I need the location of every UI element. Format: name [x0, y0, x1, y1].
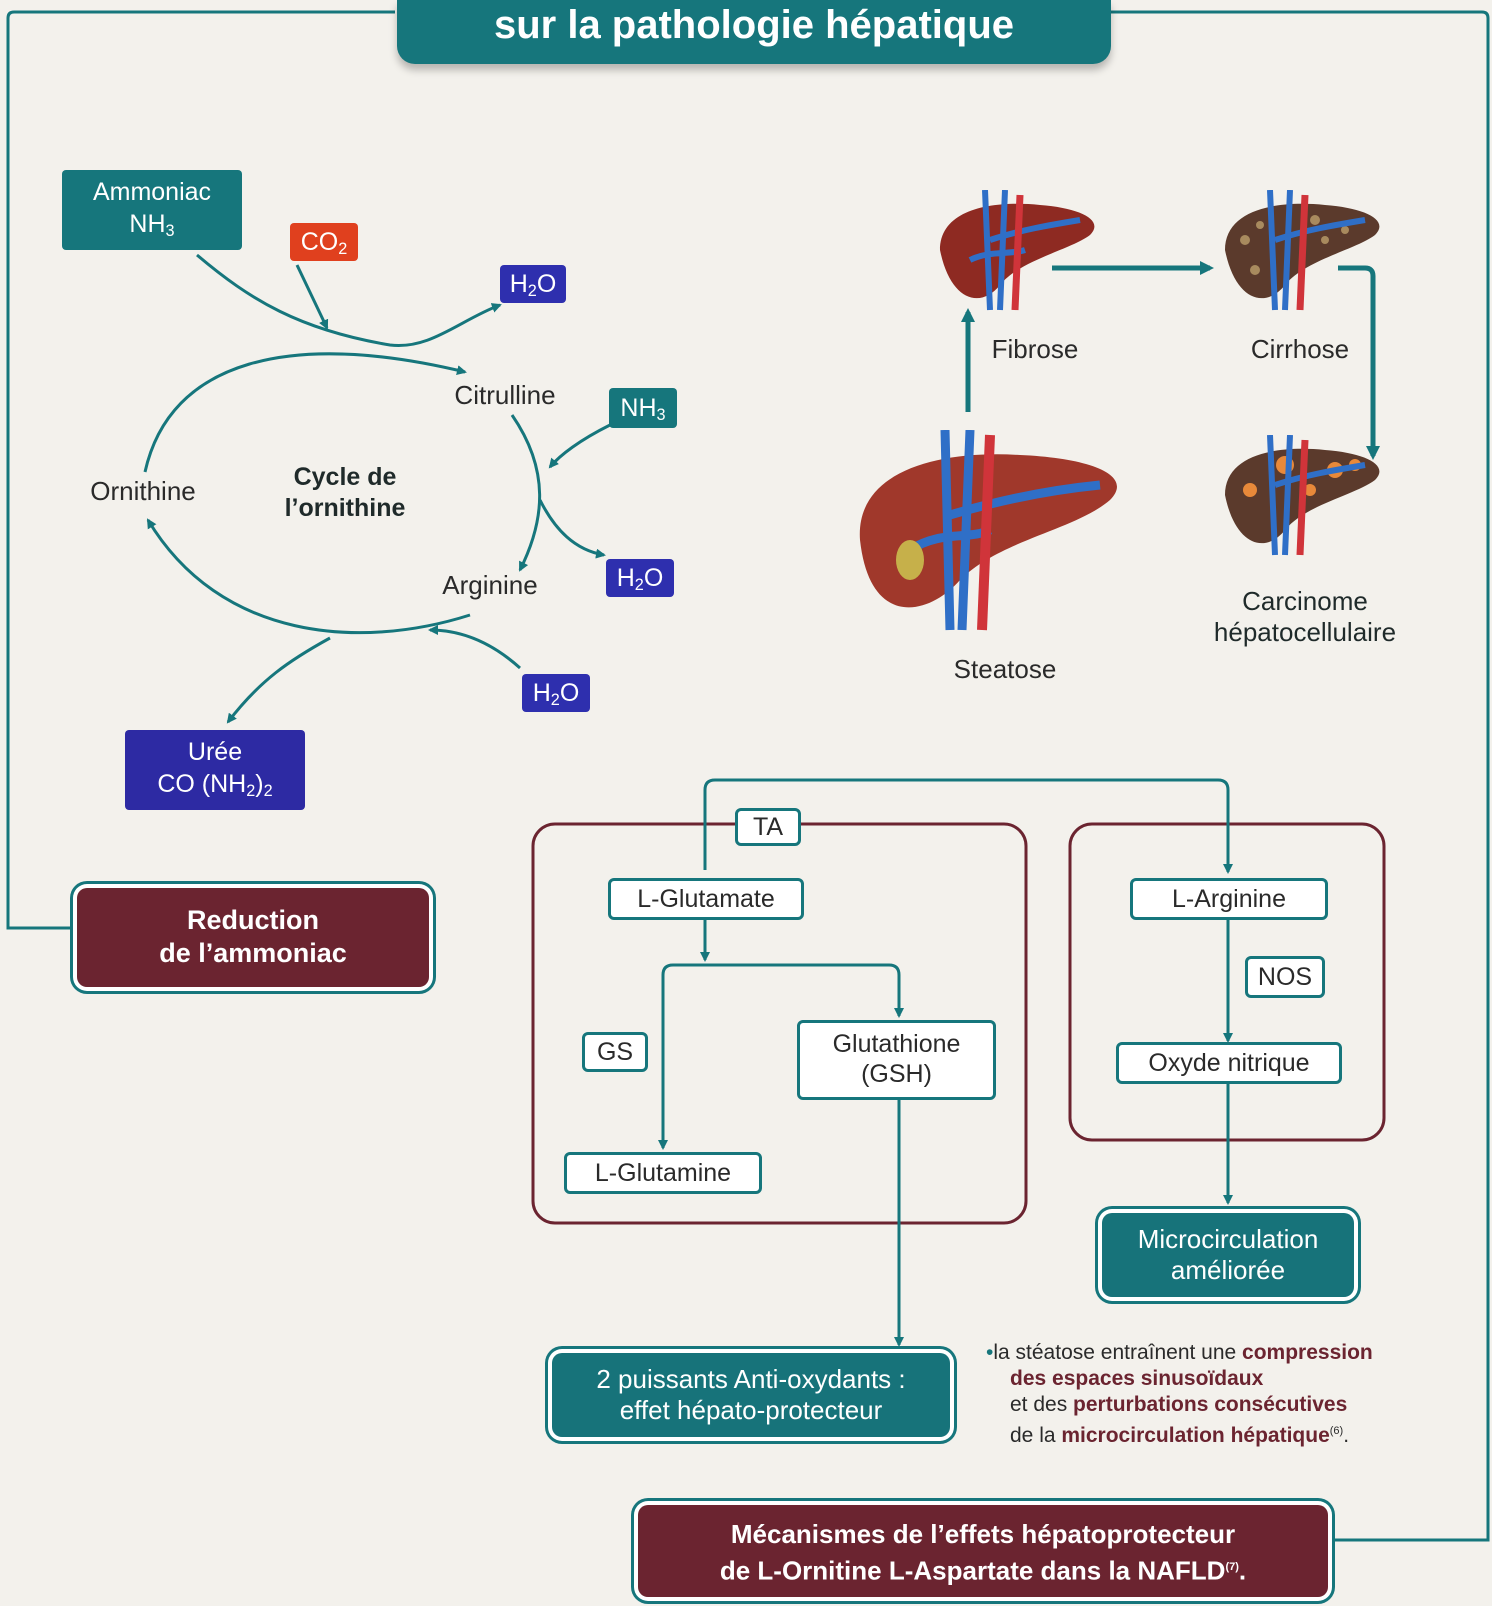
co2-box: CO2	[290, 223, 358, 261]
carcinome-label: Carcinome hépatocellulaire	[1195, 586, 1415, 648]
footer-line1: Mécanismes de l’effets hépatoprotecteur	[730, 1519, 1236, 1549]
l-glutamine-box: L-Glutamine	[564, 1152, 762, 1194]
h2o-box-top: H2O	[500, 265, 566, 303]
note-line3: et des perturbations consécutives	[1010, 1393, 1348, 1416]
cycle-title-line2: l’ornithine	[284, 494, 406, 522]
h2o-box-bottom: H2O	[522, 674, 590, 712]
ta-box: TA	[735, 808, 801, 846]
cycle-title: Cycle de l’ornithine	[265, 462, 425, 524]
nh3-box: NH3	[609, 388, 677, 428]
steatose-note: •la stéatose entraînent une compression …	[986, 1340, 1468, 1449]
steatose-label: Steatose	[953, 654, 1057, 684]
fibrose-label: Fibrose	[991, 334, 1079, 364]
note-line2: des espaces sinusoïdaux	[1010, 1367, 1264, 1390]
carcinome-line1: Carcinome	[1242, 586, 1368, 616]
citrulline-label: Citrulline	[454, 380, 556, 410]
liver-fibrose-image	[940, 190, 1095, 311]
uree-label: Urée	[187, 738, 243, 766]
ammoniac-formula: NH3	[129, 210, 175, 241]
liver-cirrhose-image	[1225, 190, 1380, 311]
nos-box: NOS	[1245, 956, 1325, 998]
footer-mechanisms-card: Mécanismes de l’effets hépatoprotecteur …	[638, 1505, 1328, 1597]
uree-box: Urée CO (NH2)2	[125, 730, 305, 810]
antioxidant-line1: 2 puissants Anti-oxydants :	[596, 1364, 906, 1394]
antioxidant-line2: effet hépato-protecteur	[619, 1395, 883, 1425]
oxyde-nitrique-box: Oxyde nitrique	[1116, 1042, 1342, 1084]
header-tab: sur la pathologie hépatique	[397, 0, 1111, 64]
glutathione-box: Glutathione (GSH)	[797, 1020, 996, 1100]
antioxidant-card: 2 puissants Anti-oxydants : effet hépato…	[552, 1353, 950, 1437]
note-line1: •la stéatose entraînent une compression	[986, 1341, 1373, 1364]
reduction-line2: de l’ammoniac	[159, 938, 347, 968]
cirrhose-label: Cirrhose	[1250, 334, 1350, 364]
footer-line2: de L-Ornitine L-Aspartate dans la NAFLD(…	[719, 1555, 1247, 1586]
microcirculation-line1: Microcirculation	[1137, 1224, 1319, 1254]
note-line4: de la microcirculation hépatique(6).	[1010, 1424, 1350, 1447]
glutathione-line1: Glutathione	[832, 1030, 961, 1058]
microcirculation-line2: améliorée	[1170, 1255, 1286, 1285]
liver-carcinome-image	[1225, 435, 1380, 556]
reduction-ammoniac-card: Reduction de l’ammoniac	[77, 888, 429, 987]
ammoniac-label: Ammoniac	[92, 178, 212, 206]
glutathione-line2: (GSH)	[861, 1060, 932, 1088]
note-bullet: •	[986, 1341, 994, 1364]
l-glutamate-box: L-Glutamate	[608, 878, 804, 920]
cycle-title-line1: Cycle de	[293, 463, 397, 491]
carcinome-line2: hépatocellulaire	[1213, 617, 1397, 647]
gs-box: GS	[582, 1032, 648, 1072]
liver-steatose-image	[859, 430, 1117, 631]
l-arginine-box: L-Arginine	[1130, 878, 1328, 920]
ammoniac-box: Ammoniac NH3	[62, 170, 242, 250]
page-title: sur la pathologie hépatique	[493, 3, 1015, 47]
microcirculation-card: Microcirculation améliorée	[1102, 1213, 1354, 1297]
ornithine-label: Ornithine	[90, 476, 196, 506]
h2o-box-middle: H2O	[606, 559, 674, 597]
uree-formula: CO (NH2)2	[157, 770, 273, 801]
arginine-label: Arginine	[442, 570, 538, 600]
reduction-line1: Reduction	[187, 905, 319, 935]
